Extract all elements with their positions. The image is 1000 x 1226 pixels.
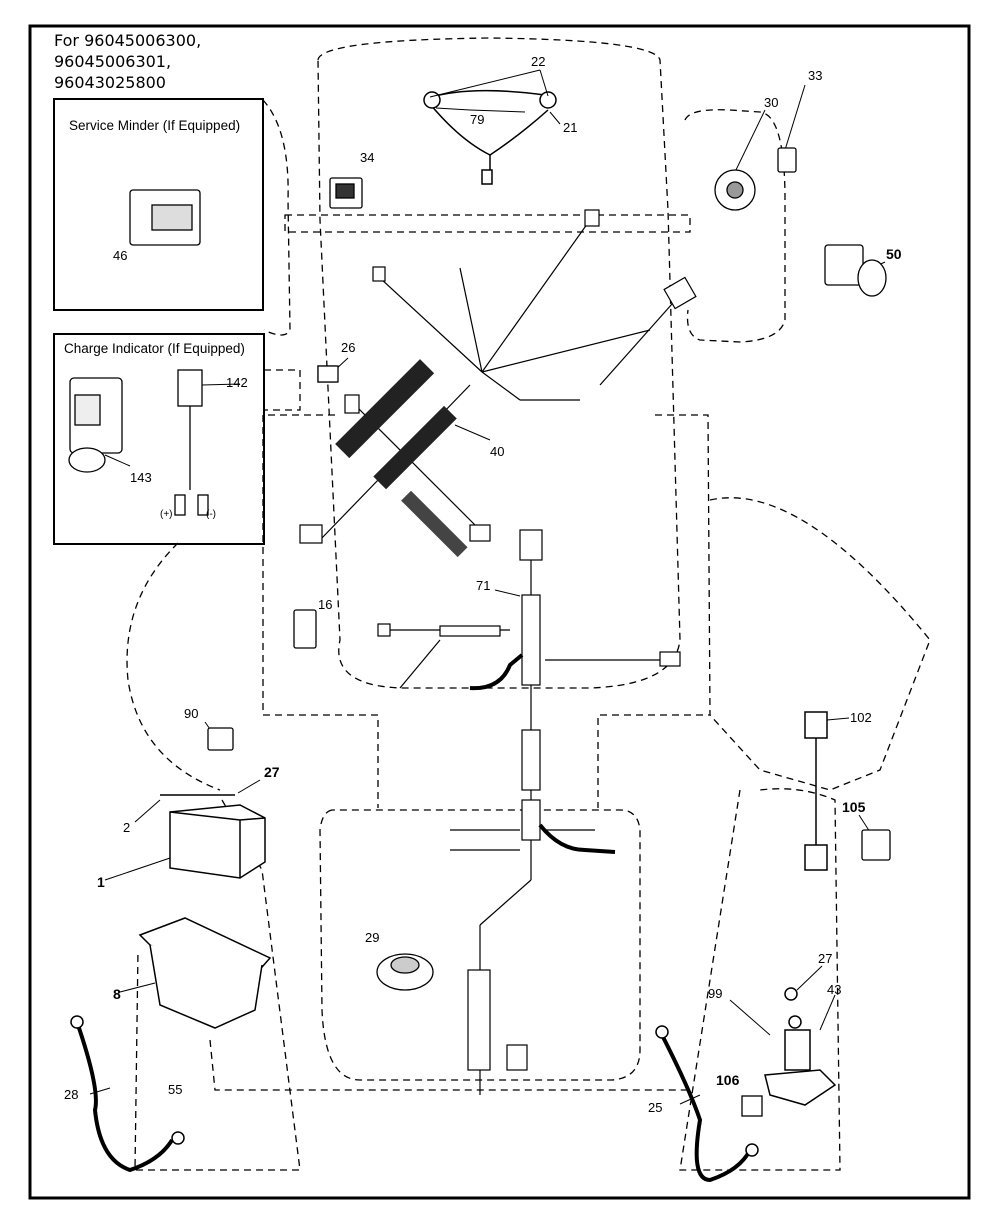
pto-switch-drawing — [824, 244, 864, 286]
callout-2: 2 — [123, 820, 131, 835]
callout-29: 29 — [365, 930, 380, 945]
callout-143: 143 — [130, 470, 152, 485]
callout-1: 1 — [97, 874, 105, 890]
relay-105-drawing — [861, 829, 891, 861]
callout-50: 50 — [886, 246, 902, 262]
charge-indicator-title: Charge Indicator (If Equipped) — [64, 341, 245, 356]
callout-71: 71 — [476, 578, 491, 593]
model-line-1: For 96045006300, — [54, 31, 202, 50]
fuse-holder-drawing — [293, 609, 317, 649]
headlight-harness — [423, 89, 557, 185]
relay-harness-drawing — [804, 711, 828, 871]
callout-142: 142 — [226, 375, 248, 390]
charge-harness-drawing — [177, 369, 203, 407]
key-drawing — [777, 147, 797, 173]
model-line-2: 96045006301, — [54, 52, 172, 71]
callout-25: 25 — [648, 1100, 663, 1115]
callout-46: 46 — [113, 248, 128, 263]
diode-90-drawing — [207, 727, 234, 751]
polarity-positive: (+) — [160, 509, 173, 520]
callout-16: 16 — [318, 597, 333, 612]
callout-99: 99 — [708, 986, 723, 1001]
clip-26-drawing — [317, 365, 339, 383]
callout-22: 22 — [531, 54, 546, 69]
callout-105: 105 — [842, 799, 866, 815]
callout-106: 106 — [716, 1072, 740, 1088]
model-line-3: 96043025800 — [54, 73, 166, 92]
callout-34: 34 — [360, 150, 375, 165]
callout-43: 43 — [827, 982, 842, 997]
callout-28: 28 — [64, 1087, 79, 1102]
ground-cables — [469, 653, 616, 854]
clip-106-drawing — [741, 1095, 763, 1117]
solenoid-drawing — [764, 987, 837, 1106]
harness-connectors — [299, 209, 697, 544]
callout-102: 102 — [850, 710, 872, 725]
cable-terminals — [70, 1015, 759, 1157]
service-minder-box — [53, 98, 264, 311]
service-minder-title: Service Minder (If Equipped) — [69, 118, 241, 133]
callout-33: 33 — [808, 68, 823, 83]
battery-tray-drawing — [138, 917, 272, 1029]
polarity-negative: (-) — [206, 509, 216, 520]
battery-cables — [76, 1024, 752, 1183]
callout-90: 90 — [184, 706, 199, 721]
outer-frame — [28, 24, 971, 1200]
callout-55: 55 — [168, 1082, 183, 1097]
battery-drawing — [160, 794, 266, 879]
callout-30: 30 — [764, 95, 779, 110]
model-numbers-header: For 96045006300, 96045006301, 9604302580… — [54, 30, 201, 93]
callout-21: 21 — [563, 120, 578, 135]
callout-26: 26 — [341, 340, 356, 355]
callout-27-battery: 27 — [264, 764, 280, 780]
callout-27-solenoid: 27 — [818, 951, 833, 966]
callout-40: 40 — [490, 444, 505, 459]
lower-harness-blocks — [377, 529, 681, 1071]
charge-indicator-box — [53, 333, 265, 545]
callout-8: 8 — [113, 986, 121, 1002]
callout-79: 79 — [470, 112, 485, 127]
harness-loom — [335, 359, 468, 558]
